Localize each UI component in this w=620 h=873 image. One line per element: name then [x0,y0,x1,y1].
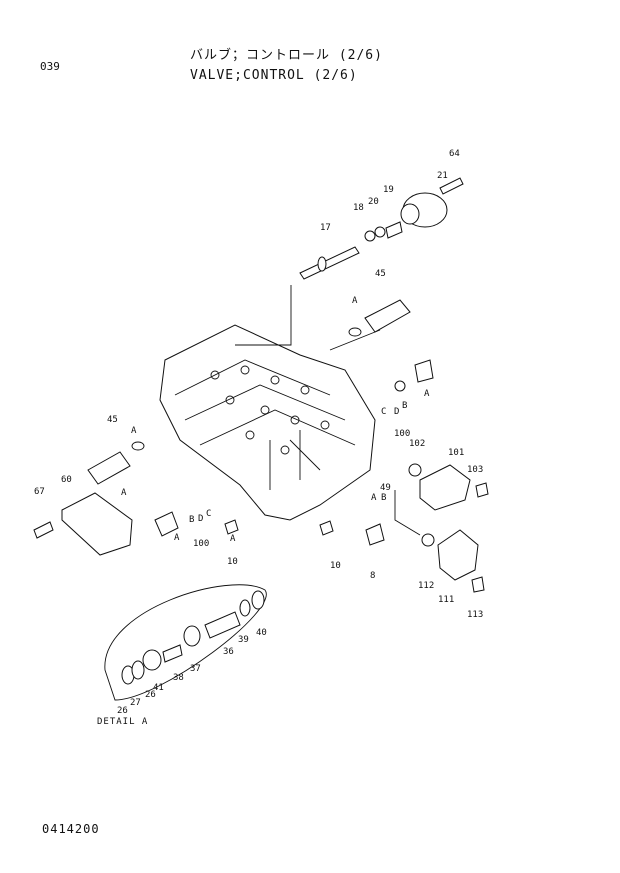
callout-label: 67 [34,487,45,497]
callout-label: A [131,426,137,436]
callout-label: A [174,533,180,543]
ring-right [394,380,406,392]
callout-label: 19 [383,185,394,195]
callout-label: 103 [467,465,483,475]
callout-label: 100 [193,539,209,549]
bolt-113 [471,576,485,593]
plate-60 [61,492,133,556]
callout-label: 100 [394,429,410,439]
plug-lower-left [154,511,179,537]
oring-102 [408,463,422,477]
callout-label: 49 [380,483,391,493]
page-number: 039 [40,60,60,73]
detail-a-label: DETAIL A [97,717,149,727]
callout-label: B [381,493,386,503]
document-code: 0414200 [42,822,100,836]
callout-label: 8 [370,571,375,581]
relief-valve-45-upper [348,299,411,337]
callout-label: 60 [61,475,72,485]
callout-label: 113 [467,610,483,620]
callout-label: 112 [418,581,434,591]
callout-label: C [206,509,211,519]
callout-label: 21 [437,171,448,181]
callout-label: 10 [227,557,238,567]
title-english: VALVE;CONTROL (2/6) [190,68,358,83]
callout-label: 64 [449,149,460,159]
callout-label: 17 [320,223,331,233]
callout-label: D [394,407,399,417]
callout-label: 18 [353,203,364,213]
ring-18 [364,230,376,242]
valve-body [159,324,376,521]
callout-label: 45 [107,415,118,425]
bolt-64 [439,177,464,195]
callout-label: 39 [238,635,249,645]
bolt-67 [33,521,54,539]
title-japanese: バルブ；コントロール (2/6) [190,48,383,63]
callout-label: 101 [448,448,464,458]
callout-label: B [189,515,194,525]
callout-label: 10 [330,561,341,571]
cover-111 [437,529,479,581]
callout-label: A [230,534,236,544]
callout-label: 26 [145,690,156,700]
callout-label: 26 [117,706,128,716]
callout-label: A [371,493,377,503]
callout-label: 111 [438,595,454,605]
callout-label: 27 [130,698,141,708]
callout-label: 20 [368,197,379,207]
callout-label: 41 [153,683,164,693]
ring-20 [374,226,386,238]
callout-label: 37 [190,664,201,674]
callout-label: B [402,401,407,411]
bolt-103 [475,482,489,498]
callout-label: 102 [409,439,425,449]
callout-label: 40 [256,628,267,638]
callout-label: C [381,407,386,417]
spring-19 [385,221,403,239]
oring-112 [421,533,435,547]
detail-a-assembly [104,584,267,701]
plug-right-upper [414,359,434,383]
relief-valve-45-left [87,441,145,485]
callout-label: 45 [375,269,386,279]
plug-10-a [224,519,239,535]
plug-10-b [319,520,334,536]
callout-label: A [352,296,358,306]
callout-label: A [424,389,430,399]
plug-8 [365,523,385,546]
spool-17 [299,246,360,280]
callout-label: A [121,488,127,498]
callout-label: 38 [173,673,184,683]
cap-21 [400,192,448,228]
callout-label: 36 [223,647,234,657]
cover-101 [419,464,471,511]
callout-label: D [198,514,203,524]
